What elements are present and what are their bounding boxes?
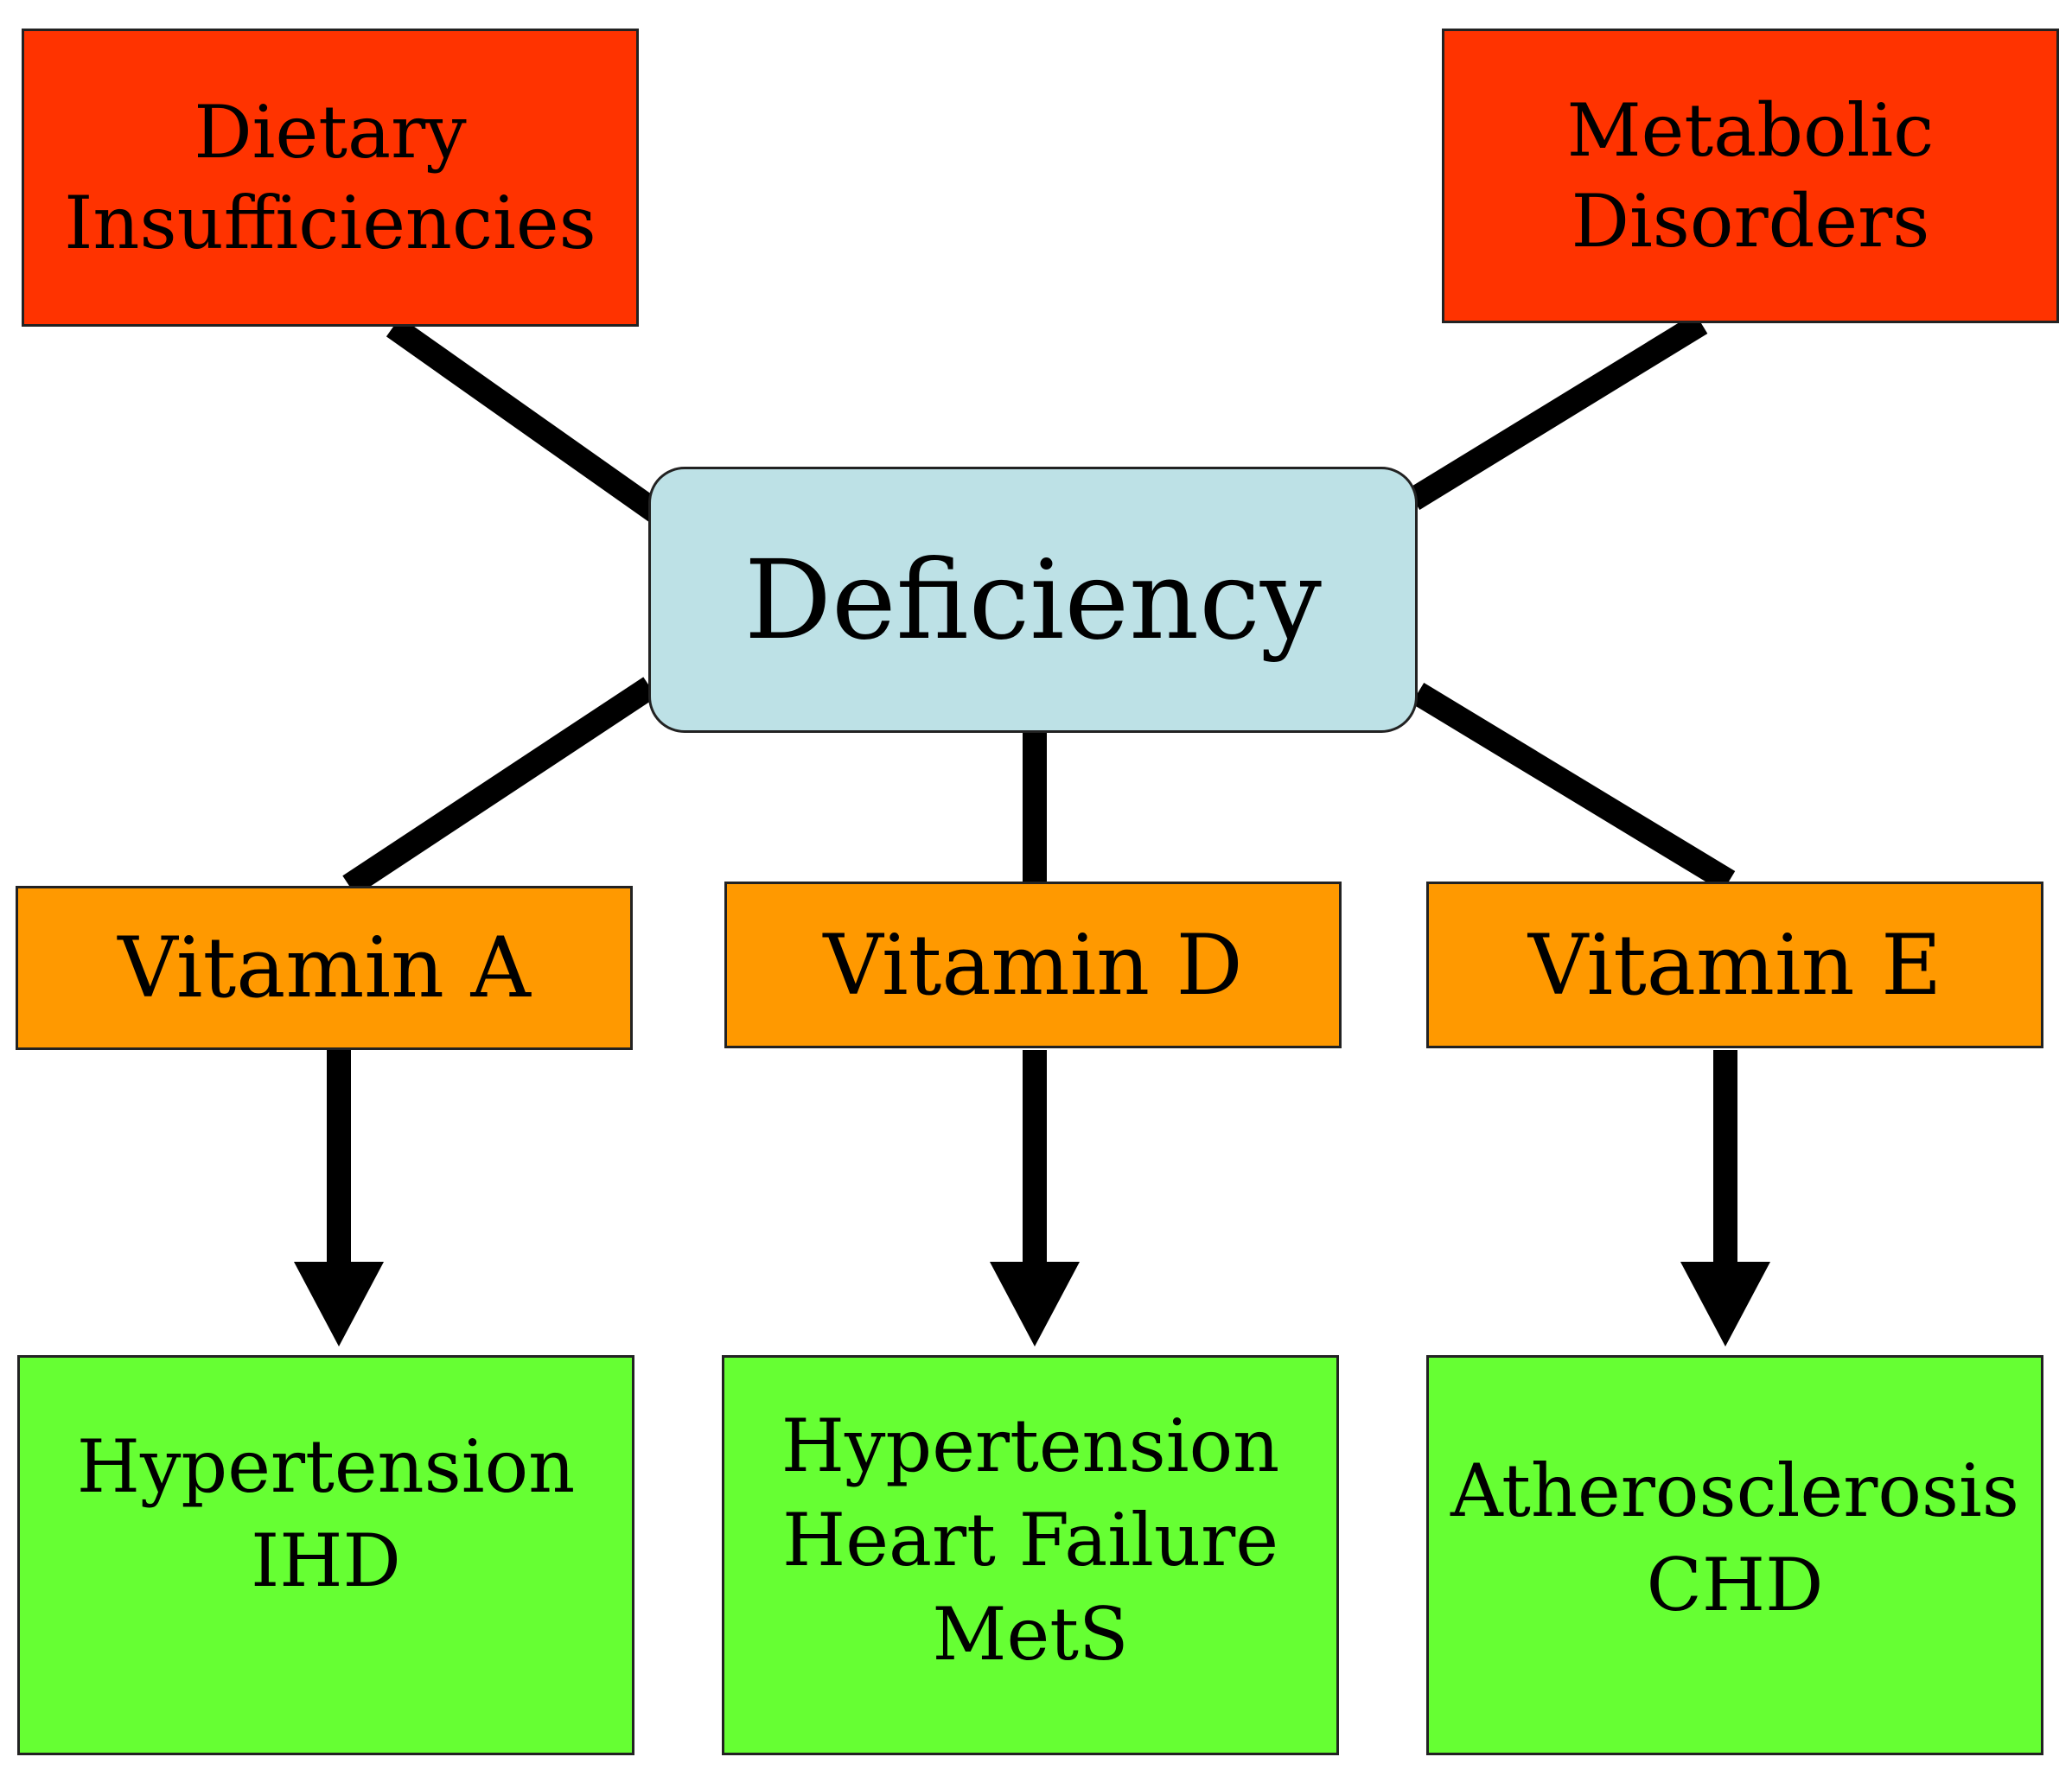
cause-label-line: Metabolic: [1566, 87, 1935, 173]
vitamin-label: Vitamin D: [823, 916, 1243, 1014]
cause-label-line: Dietary: [194, 89, 467, 175]
cause-box-metabolic: Metabolic Disorders: [1442, 29, 2059, 323]
vitamin-box-d: Vitamin D: [724, 882, 1342, 1048]
outcome-label-line: Hypertension: [76, 1424, 576, 1509]
vitamin-label: Vitamin E: [1527, 916, 1942, 1014]
cause-label-line: Insufficiencies: [64, 180, 596, 265]
arrowhead-vitamin-d: [990, 1262, 1080, 1346]
outcome-label-line: CHD: [1646, 1543, 1824, 1628]
outcome-label-line: Hypertension: [781, 1404, 1280, 1488]
outcome-box-vitamin-a: Hypertension IHD: [17, 1355, 634, 1755]
connector-deficiency-to-vitamin-e: [1411, 683, 1736, 892]
outcome-box-vitamin-d: Hypertension Heart Failure MetS: [722, 1355, 1339, 1755]
cause-label-line: Disorders: [1571, 178, 1930, 264]
outcome-box-vitamin-e: Atherosclerosis CHD: [1426, 1355, 2043, 1755]
connector-dietary-to-deficiency: [386, 316, 663, 522]
outcome-label-line: Heart Failure: [781, 1498, 1278, 1583]
vitamin-box-e: Vitamin E: [1426, 882, 2043, 1048]
outcome-label-line: MetS: [932, 1592, 1129, 1677]
deficiency-box: Deficiency: [648, 467, 1418, 733]
connector-deficiency-to-vitamin-a: [342, 677, 657, 896]
cause-box-dietary: Dietary Insufficiencies: [22, 29, 639, 327]
vitamin-box-a: Vitamin A: [16, 886, 633, 1050]
outcome-label-line: Atherosclerosis: [1450, 1448, 2019, 1533]
arrowhead-vitamin-e: [1680, 1262, 1770, 1346]
deficiency-label: Deficiency: [744, 536, 1322, 664]
outcome-label-line: IHD: [251, 1518, 401, 1604]
connector-metabolic-to-deficiency: [1406, 313, 1708, 510]
arrowhead-vitamin-a: [294, 1262, 384, 1346]
vitamin-label: Vitamin A: [118, 920, 531, 1016]
